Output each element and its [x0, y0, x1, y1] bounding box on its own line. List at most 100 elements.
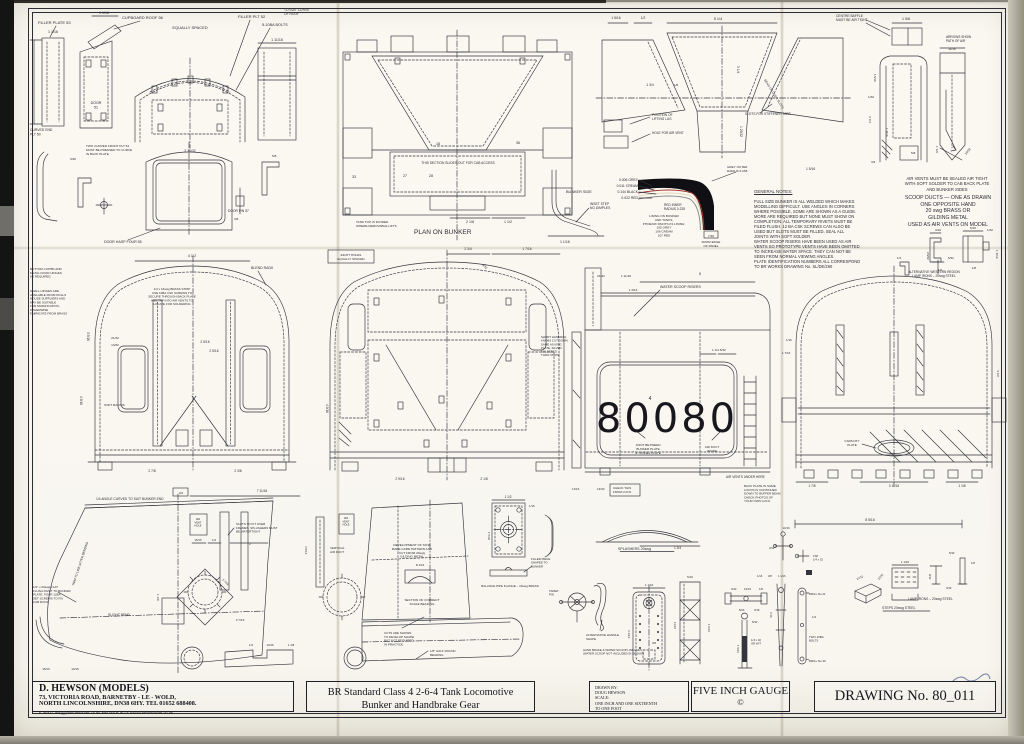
company-name: D. HEWSON (MODELS) — [39, 683, 149, 694]
lining-cream-label: 0.011 CREAM — [617, 184, 639, 188]
dim-label: 21/32 — [111, 336, 119, 340]
dim-label: 1 11/16 — [271, 38, 283, 42]
dim-label: 1/4 — [897, 256, 902, 260]
label-handbrake-linkages: HAND BRAKE & WATER SCOOP LINKAGES(WATER … — [583, 648, 644, 656]
view-scoop-ducts — [879, 22, 966, 163]
dim-label: 1 3/16 — [629, 288, 638, 292]
label-door-hasp: DOOR HASP FOUR 55 — [104, 240, 142, 244]
dim-label: 1 5/16 — [806, 167, 815, 171]
dim-label: 1 7/16 — [522, 247, 531, 251]
dim-label: 1 5/16 — [736, 645, 740, 653]
label-water-scoop-risers: WATER SCOOP RISERS — [660, 285, 701, 289]
dim-label: 1 1/16 — [560, 240, 570, 244]
dim-label: 2 5/16 — [209, 349, 218, 353]
dim-label: 1 1/4 5/32 — [712, 348, 726, 352]
dim-label: 1/8 — [972, 266, 977, 270]
part-number-27: 27 — [403, 174, 407, 178]
dim-label: 2 3/8 — [234, 469, 241, 473]
dim-label: 1 1/8 — [935, 146, 939, 153]
detail-lining-corner — [637, 171, 737, 239]
label-drill-30: DRILL No 30 — [809, 659, 826, 663]
dim-label: 1 11/16 — [621, 274, 631, 278]
detail-channel-sections — [929, 230, 990, 263]
dim-label: 4 9/16 — [79, 396, 83, 405]
dim-label: 4 1/2 — [996, 370, 1000, 377]
dim-label: 5/64 — [739, 608, 745, 612]
dim-label: 1/2 — [641, 16, 646, 20]
dim-label: 3/32 — [946, 586, 952, 590]
dim-label: 2 15/32 — [184, 149, 195, 153]
dim-label: 1/32 — [987, 228, 993, 232]
dim-label: 11/16 — [948, 47, 956, 51]
label-balance-flange: BALANCE PIPE FLANGE – 16swg BRASS — [481, 584, 539, 588]
fold-crease-horizontal — [14, 246, 1008, 250]
part-number-18: 18 — [436, 142, 440, 146]
scale-line-2: TO ONE FOOT — [595, 706, 622, 712]
dim-label: 1 3/4 — [674, 546, 681, 550]
lining-grey-label: 0.006 GREY — [619, 178, 639, 182]
label-lamp-irons: LAMP IRONS – 20swg STEEL — [908, 597, 953, 601]
general-notes-title: GENERAL NOTES: — [754, 188, 793, 194]
fold-crease-vertical — [336, 2, 340, 736]
dim-label: 3/32 — [731, 587, 737, 591]
dim-label: 1 5/8 — [902, 17, 910, 21]
dim-label: 5/8 — [911, 151, 916, 155]
dim-label: 15/16 — [42, 667, 50, 671]
dim-label: 4 1/2 — [188, 254, 196, 258]
dim-label: 5 1/4 — [714, 17, 722, 21]
drawn-by-value: DOUG HEWSON — [595, 689, 626, 695]
label-section-slides: THIS SECTION SLIDES OUT FOR CAB ACCESS — [421, 161, 495, 165]
dim-from-edge: 7/16 — [708, 234, 714, 238]
general-notes: GENERAL NOTES: FULL SIZE BUNKER IS ALL W… — [754, 184, 874, 274]
dim-label: 3 1/4 — [736, 66, 740, 73]
dim-label: 5/16 — [970, 226, 976, 230]
dim-label: 21/32 — [597, 274, 605, 278]
dim-label: 13/16 — [783, 526, 790, 530]
dim-label: 1/32 — [868, 95, 874, 99]
lining-black-band — [638, 178, 714, 230]
dim-label: 11/16 — [673, 622, 677, 629]
dim-label: 5 — [699, 272, 701, 276]
dim-label: 1/16 — [757, 574, 763, 578]
dim-label: 1 7/16 — [782, 351, 791, 355]
contact-line: E MAIL doug@the-hewsons.co.uk and WEB SI… — [39, 709, 174, 715]
drawing-border-outer — [28, 8, 1006, 718]
dim-label: 5/32 — [752, 620, 758, 624]
title-block-address: D. HEWSON (MODELS) 73, VICTORIA ROAD, BA… — [32, 681, 294, 715]
dim-label: 1 9/16 — [885, 128, 889, 137]
dim-label: 5/16 — [687, 575, 693, 579]
dim-label: 3/8 — [652, 641, 656, 645]
label-equally-spaced: EQUALLY SPACED — [172, 25, 207, 30]
drawing-number: DRAWING No. 80_011 — [834, 688, 976, 704]
view-bunker-back — [87, 255, 297, 471]
dim-label: 3/32 — [70, 157, 76, 161]
view-bunker-side-profile — [547, 169, 605, 237]
copyright-symbol: © — [737, 697, 744, 707]
dim-label: 3/32 — [769, 546, 775, 550]
view-baffle-development — [595, 19, 891, 159]
label-door-pin: DOOR PIN 57 — [228, 209, 249, 213]
dim-label: 13/32 — [877, 572, 885, 580]
